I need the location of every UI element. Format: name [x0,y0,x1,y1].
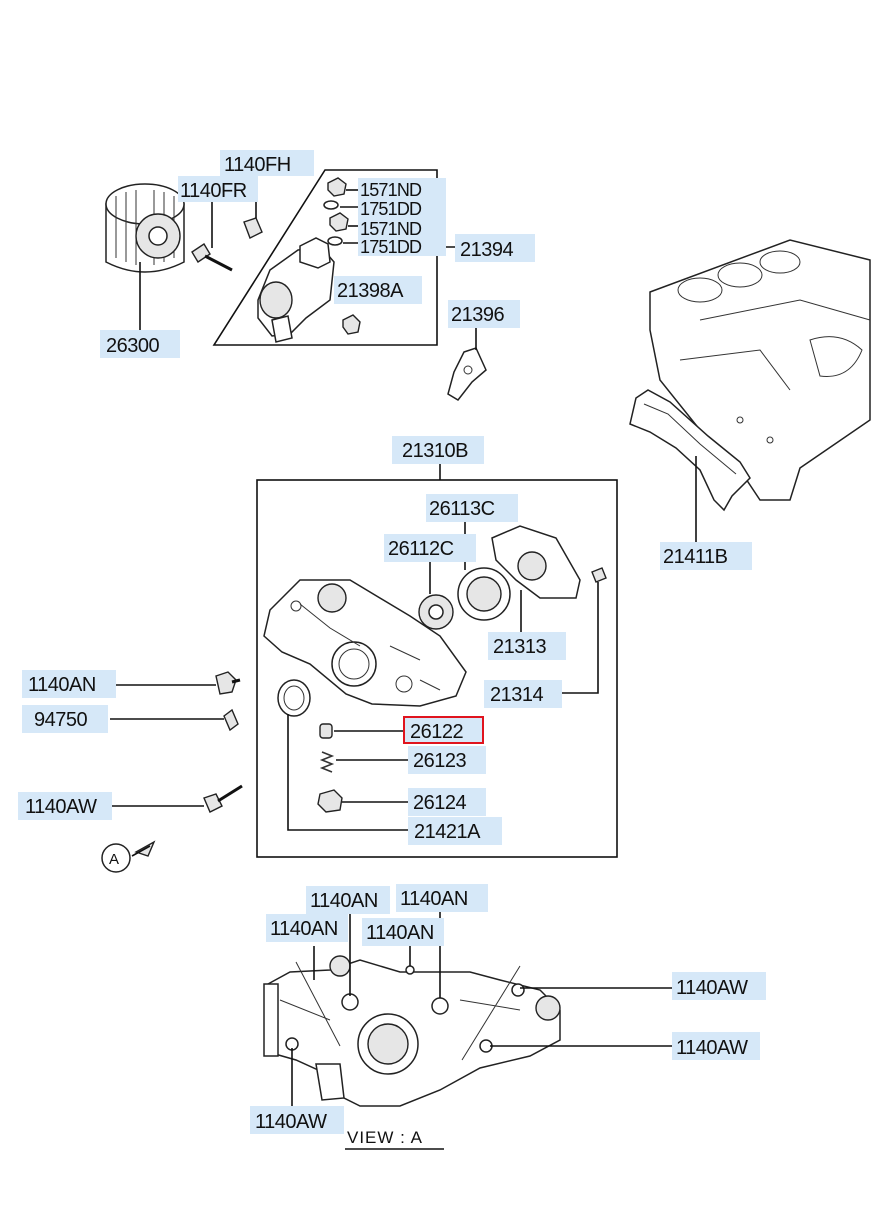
oil-filter-bracket-box [212,169,438,346]
oil-pump-cover-21313[interactable] [491,525,581,599]
label-21313[interactable]: 21313 [493,636,547,658]
gasket-21396[interactable] [447,347,487,401]
front-case-gasket-21411B[interactable] [629,389,751,512]
label-1571ND-a[interactable]: 1571ND [360,180,423,200]
view-a-marker [101,840,156,873]
label-1751DD-b[interactable]: 1751DD [360,237,423,257]
bolt-1140FR[interactable] [191,243,233,272]
label-1140AN[interactable]: 1140AN [28,674,96,696]
oil-pump-assembly-box [256,479,618,858]
bolt-1140AN[interactable] [215,671,241,695]
seal-nuts[interactable] [323,177,361,335]
engine-block [649,239,871,501]
label-26112C[interactable]: 26112C [388,538,454,560]
bolt-1140AW[interactable] [203,784,243,813]
view-a-front-case [263,955,561,1107]
label-26124[interactable]: 26124 [413,792,467,814]
label-1140AN-view-1[interactable]: 1140AN [310,890,378,912]
label-1140AW-view-bottom[interactable]: 1140AW [255,1111,328,1133]
oil-pump-case[interactable] [263,579,467,707]
view-a-caption: VIEW : A [347,1128,423,1147]
label-21398A[interactable]: 21398A [337,280,405,302]
label-1140AW-view-right-2[interactable]: 1140AW [676,1037,749,1059]
label-26122[interactable]: 26122 [410,721,464,743]
inner-rotor-26112C[interactable] [418,594,454,630]
label-26300[interactable]: 26300 [106,335,160,357]
oil-filter[interactable] [105,183,185,273]
label-21421A[interactable]: 21421A [414,821,482,843]
view-a-marker-letter: A [109,851,119,868]
bolt-1140FH[interactable] [243,217,263,239]
label-94750[interactable]: 94750 [34,709,88,731]
relief-spring-26123[interactable] [319,751,335,773]
relief-plug-26124[interactable] [317,789,343,813]
label-1140AN-view-4[interactable]: 1140AN [366,922,434,944]
label-21411B[interactable]: 21411B [663,546,728,568]
label-26113C[interactable]: 26113C [429,498,495,520]
label-21310B[interactable]: 21310B [402,440,469,462]
outer-rotor-26113C[interactable] [457,567,511,621]
label-1140FH[interactable]: 1140FH [224,154,291,176]
label-26123[interactable]: 26123 [413,750,467,772]
label-21394[interactable]: 21394 [460,239,514,261]
oil-seal-21421A[interactable] [277,679,311,717]
label-1140AN-view-3[interactable]: 1140AN [270,918,338,940]
label-21396[interactable]: 21396 [451,304,505,326]
relief-plunger-26122[interactable] [319,723,333,739]
selected-part-highlight [403,716,484,744]
label-1140AW-view-right-1[interactable]: 1140AW [676,977,749,999]
label-1140FR[interactable]: 1140FR [180,180,247,202]
label-1751DD-a[interactable]: 1751DD [360,199,423,219]
label-1140AW[interactable]: 1140AW [25,796,98,818]
label-1140AN-view-2[interactable]: 1140AN [400,888,468,910]
label-1571ND-b[interactable]: 1571ND [360,219,423,239]
label-21314[interactable]: 21314 [490,684,544,706]
dowel-94750[interactable] [223,708,239,732]
oil-filter-bracket[interactable] [257,237,335,343]
screw-21314[interactable] [591,567,607,583]
